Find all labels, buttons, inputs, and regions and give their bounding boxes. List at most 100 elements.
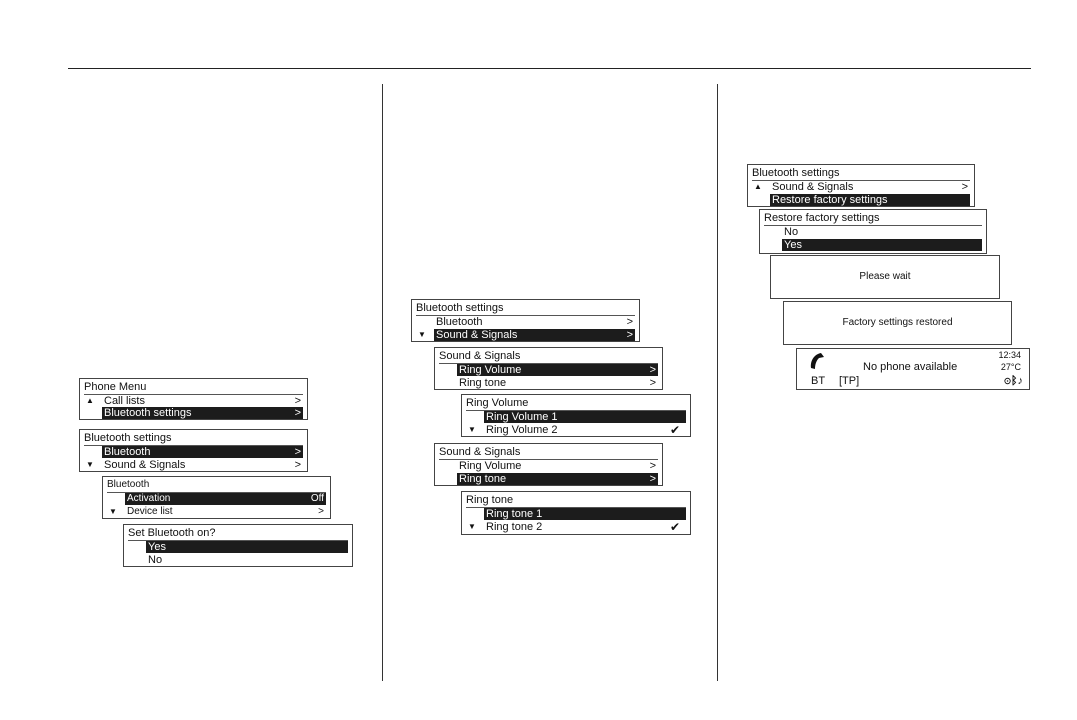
settings-restored-message: Factory settings restored [783, 301, 1012, 345]
phone-menu-panel: Phone Menu ▲ Call lists > Bluetooth sett… [79, 378, 308, 420]
menu-item-label: Sound & Signals [104, 459, 186, 471]
option-label: Yes [148, 541, 166, 553]
bluetooth-panel: Bluetooth Activation Off ▼ Device list > [102, 476, 331, 519]
option-ring-volume-2[interactable]: ▼ Ring Volume 2 ✔ [466, 424, 686, 436]
menu-item-activation[interactable]: Activation Off [125, 493, 326, 505]
option-label: No [784, 226, 799, 238]
menu-item-label: Sound & Signals [436, 329, 518, 341]
menu-item-sound-signals[interactable]: ▼ Sound & Signals > [416, 329, 635, 341]
menu-item-label: Bluetooth [436, 316, 483, 328]
scroll-down-icon: ▼ [86, 460, 94, 469]
menu-item-label: Bluetooth settings [104, 407, 192, 419]
sound-signals-panel: Sound & Signals Ring Volume > Ring tone … [434, 443, 663, 486]
set-bluetooth-panel: Set Bluetooth on? Yes No [123, 524, 353, 567]
scroll-down-icon: ▼ [109, 507, 117, 516]
menu-item-ring-tone[interactable]: Ring tone > [439, 377, 658, 389]
menu-item-bluetooth-settings[interactable]: Bluetooth settings > [102, 407, 303, 419]
chevron-right-icon: > [294, 395, 301, 407]
scroll-down-icon: ▼ [418, 330, 426, 339]
option-label: Yes [784, 239, 802, 251]
activation-value: Off [310, 493, 324, 504]
menu-item-label: Restore factory settings [772, 194, 888, 206]
checkmark-icon: ✔ [669, 520, 680, 534]
menu-item-label: Bluetooth [104, 446, 151, 458]
title-divider [439, 363, 658, 364]
option-ring-volume-1[interactable]: Ring Volume 1 [484, 411, 686, 423]
option-ring-tone-2[interactable]: ▼ Ring tone 2 ✔ [466, 521, 686, 533]
menu-item-sound-signals[interactable]: ▲ Sound & Signals > [752, 181, 970, 193]
chevron-right-icon: > [626, 329, 633, 341]
menu-item-restore-factory-settings[interactable]: Restore factory settings [770, 194, 970, 206]
title-divider [752, 180, 970, 181]
bluetooth-settings-panel: Bluetooth settings Bluetooth > ▼ Sound &… [411, 299, 640, 342]
chevron-right-icon: > [294, 459, 301, 471]
chevron-right-icon: > [961, 181, 968, 193]
scroll-down-icon: ▼ [468, 522, 476, 531]
menu-item-device-list[interactable]: ▼ Device list > [107, 506, 326, 518]
panel-title: Restore factory settings [764, 212, 880, 224]
title-divider [128, 540, 348, 541]
option-label: No [148, 554, 163, 566]
scroll-down-icon: ▼ [468, 425, 476, 434]
panel-title: Bluetooth settings [752, 167, 840, 179]
sound-signals-panel: Sound & Signals Ring Volume > Ring tone … [434, 347, 663, 390]
option-no[interactable]: No [128, 554, 348, 566]
option-ring-tone-1[interactable]: Ring tone 1 [484, 508, 686, 520]
chevron-right-icon: > [649, 473, 656, 485]
title-divider [466, 410, 686, 411]
panel-title: Sound & Signals [439, 350, 521, 362]
menu-item-label: Ring tone [459, 473, 507, 485]
chevron-right-icon: > [649, 377, 656, 389]
scroll-up-icon: ▲ [754, 182, 762, 191]
title-divider [466, 507, 686, 508]
restore-factory-settings-panel: Restore factory settings No Yes [759, 209, 987, 254]
menu-item-bluetooth[interactable]: Bluetooth > [102, 446, 303, 458]
phone-handset-icon [810, 353, 824, 369]
menu-item-ring-tone[interactable]: Ring tone > [457, 473, 658, 485]
temperature: 27°C [1000, 362, 1021, 372]
menu-item-label: Ring tone [459, 377, 507, 389]
bt-label: BT [811, 375, 826, 387]
ring-volume-panel: Ring Volume Ring Volume 1 ▼ Ring Volume … [461, 394, 691, 437]
option-yes[interactable]: Yes [782, 239, 982, 251]
tp-indicator: [TP] [839, 375, 860, 387]
panel-title: Ring Volume [466, 397, 529, 409]
header-rule [68, 68, 1031, 69]
option-yes[interactable]: Yes [146, 541, 348, 553]
option-label: Ring tone 1 [486, 508, 543, 520]
menu-item-label: Device list [127, 506, 173, 517]
menu-item-ring-volume[interactable]: Ring Volume > [439, 460, 658, 472]
please-wait-message: Please wait [770, 255, 1000, 299]
menu-item-call-lists[interactable]: ▲ Call lists > [84, 395, 303, 407]
chevron-right-icon: > [649, 364, 656, 376]
panel-title: Bluetooth settings [84, 432, 172, 444]
menu-item-label: Sound & Signals [772, 181, 854, 193]
phone-status-display: BT [TP] No phone available 12:34 27°C ⊙ᛒ… [796, 348, 1030, 390]
option-label: Ring Volume 1 [486, 411, 558, 423]
title-divider [84, 394, 303, 395]
menu-item-sound-signals[interactable]: ▼ Sound & Signals > [84, 459, 303, 471]
option-label: Ring tone 2 [486, 521, 543, 533]
status-icons: ⊙ᛒ♪ [1004, 375, 1023, 387]
status-message: No phone available [863, 361, 958, 373]
menu-item-ring-volume[interactable]: Ring Volume > [457, 364, 658, 376]
chevron-right-icon: > [649, 460, 656, 472]
message-text: Please wait [859, 271, 911, 282]
message-text: Factory settings restored [842, 317, 953, 328]
menu-item-label: Ring Volume [459, 460, 522, 472]
panel-title: Ring tone [466, 494, 514, 506]
bluetooth-settings-panel: Bluetooth settings Bluetooth > ▼ Sound &… [79, 429, 308, 472]
option-label: Ring Volume 2 [486, 424, 558, 436]
title-divider [84, 445, 303, 446]
option-no[interactable]: No [764, 226, 982, 238]
column-divider-1 [382, 84, 383, 681]
menu-item-bluetooth[interactable]: Bluetooth > [416, 316, 635, 328]
chevron-right-icon: > [318, 506, 324, 517]
bluetooth-settings-panel: Bluetooth settings ▲ Sound & Signals > R… [747, 164, 975, 207]
scroll-up-icon: ▲ [86, 396, 94, 405]
ring-tone-panel: Ring tone Ring tone 1 ▼ Ring tone 2 ✔ [461, 491, 691, 535]
title-divider [439, 459, 658, 460]
panel-title: Bluetooth [107, 479, 150, 490]
chevron-right-icon: > [294, 407, 301, 419]
title-divider [764, 225, 982, 226]
